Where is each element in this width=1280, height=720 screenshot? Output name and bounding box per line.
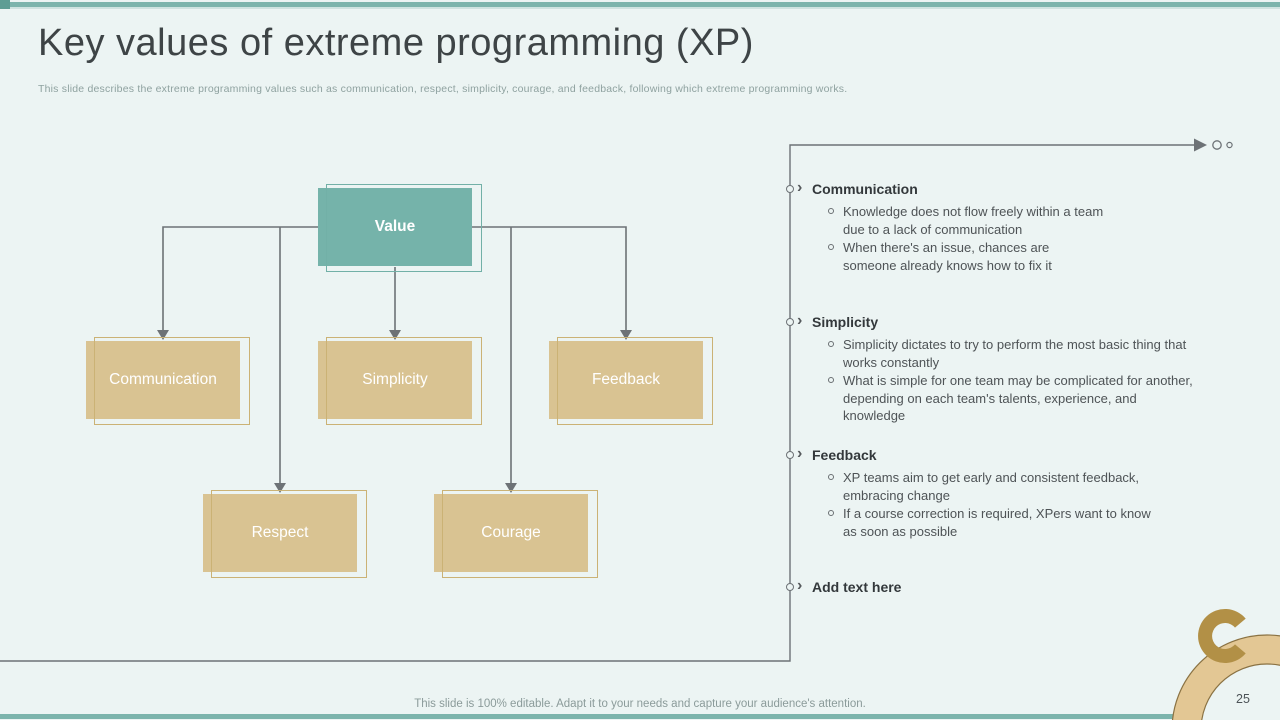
node-dot-icon	[786, 451, 794, 459]
node-label: Feedback	[591, 371, 661, 388]
circle-bullet-icon	[828, 341, 834, 347]
top-accent-bar-light	[0, 7, 1280, 9]
panel-section-communication[interactable]: › Communication Knowledge does not flow …	[786, 179, 1103, 275]
node-dot-icon	[786, 318, 794, 326]
circle-bullet-icon	[828, 474, 834, 480]
bullet-item: XP teams aim to get early and consistent…	[812, 469, 1151, 504]
panel-section-simplicity[interactable]: › Simplicity Simplicity dictates to try …	[786, 312, 1193, 426]
bullet-item: If a course correction is required, XPer…	[812, 505, 1151, 540]
bullet-text: XP teams aim to get early and consistent…	[843, 470, 1140, 503]
chevron-right-icon: ›	[797, 179, 803, 196]
section-title: › Communication	[786, 179, 1103, 198]
bullet-item: Simplicity dictates to try to perform th…	[812, 336, 1193, 371]
chevron-right-icon: ›	[797, 445, 803, 462]
bullet-text: When there's an issue, chances are someo…	[843, 240, 1052, 273]
flowchart-node-respect[interactable]: Respect	[203, 490, 367, 578]
bullet-text: Simplicity dictates to try to perform th…	[843, 337, 1187, 370]
arrow-right-icon	[1194, 138, 1207, 152]
node-dot-icon	[786, 185, 794, 193]
node-label: Courage	[481, 524, 541, 541]
node-dot-icon	[786, 583, 794, 591]
section-title: › Simplicity	[786, 312, 1193, 331]
chevron-right-icon: ›	[797, 312, 803, 329]
bullet-list: Simplicity dictates to try to perform th…	[812, 336, 1193, 425]
circle-bullet-icon	[828, 208, 834, 214]
panel-section-add-text[interactable]: › Add text here	[786, 577, 901, 601]
top-accent-cap	[0, 0, 10, 9]
chevron-right-icon: ›	[797, 577, 803, 594]
bottom-accent-bar	[0, 714, 1280, 719]
bullet-item: When there's an issue, chances are someo…	[812, 239, 1103, 274]
circle-icon-small	[1226, 141, 1233, 149]
bullet-list: XP teams aim to get early and consistent…	[812, 469, 1151, 540]
page-number: 25	[1236, 692, 1250, 706]
section-title: › Add text here	[786, 577, 901, 596]
flowchart-node-simplicity[interactable]: Simplicity	[318, 337, 482, 425]
bullet-text: If a course correction is required, XPer…	[843, 506, 1151, 539]
bullet-list: Knowledge does not flow freely within a …	[812, 203, 1103, 274]
page-subtitle[interactable]: This slide describes the extreme program…	[38, 83, 848, 95]
crescent-icon	[1198, 609, 1246, 663]
bullet-item: What is simple for one team may be compl…	[812, 372, 1193, 425]
circle-bullet-icon	[828, 244, 834, 250]
circle-bullet-icon	[828, 510, 834, 516]
node-label: Respect	[251, 524, 309, 541]
circle-bullet-icon	[828, 377, 834, 383]
footer-note[interactable]: This slide is 100% editable. Adapt it to…	[414, 698, 866, 710]
flowchart-node-courage[interactable]: Courage	[434, 490, 598, 578]
node-label: Communication	[109, 371, 217, 388]
bullet-text: What is simple for one team may be compl…	[843, 373, 1193, 423]
circle-icon-large	[1212, 140, 1222, 150]
section-title: › Feedback	[786, 445, 1151, 464]
bullet-item: Knowledge does not flow freely within a …	[812, 203, 1103, 238]
flowchart-node-value[interactable]: Value	[318, 184, 482, 272]
flowchart-node-communication[interactable]: Communication	[86, 337, 250, 425]
page-title[interactable]: Key values of extreme programming (XP)	[38, 22, 754, 64]
flowchart-node-feedback[interactable]: Feedback	[549, 337, 713, 425]
panel-section-feedback[interactable]: › Feedback XP teams aim to get early and…	[786, 445, 1151, 541]
bullet-text: Knowledge does not flow freely within a …	[843, 204, 1104, 237]
top-accent-bar	[0, 2, 1280, 7]
node-label: Simplicity	[362, 371, 428, 388]
node-label: Value	[374, 218, 416, 235]
